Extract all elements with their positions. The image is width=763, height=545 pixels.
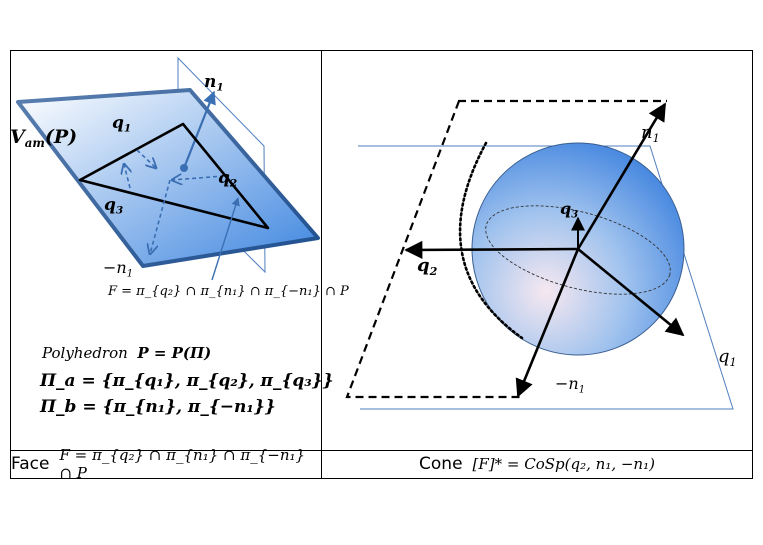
- pi-a-set: Π_a = {π_{q₁}, π_{q₂}, π_{q₃}}: [40, 371, 334, 391]
- left-q2-sub: 2: [229, 177, 238, 190]
- right-q1-main: q: [718, 346, 730, 367]
- right-caption-word: Cone: [419, 454, 463, 474]
- left-panel: [16, 56, 320, 281]
- sphere-meridian: [458, 141, 524, 340]
- right-neg-n1-label: −n1: [555, 376, 585, 395]
- right-q1-vector: [577, 247, 685, 337]
- right-q2-label: q2: [417, 257, 437, 277]
- n1-vector: [182, 90, 216, 169]
- plane-label-arg: (P): [44, 126, 78, 148]
- right-q2-sub: 2: [429, 264, 438, 278]
- origin-dot: [180, 164, 188, 172]
- pi-b-set: Π_b = {π_{n₁}, π_{−n₁}}: [40, 397, 276, 417]
- right-q1-sub: 1: [729, 355, 737, 369]
- right-q1-label: q1: [718, 348, 737, 368]
- right-q3-label: q3: [560, 201, 578, 220]
- outer-frame: [10, 50, 753, 479]
- right-neg-n1-sub: 1: [578, 384, 586, 396]
- left-caption-word: Face: [11, 454, 50, 474]
- face-pointer-line: [211, 197, 240, 281]
- left-q1-sub: 1: [123, 122, 132, 135]
- sphere-equator: [485, 205, 671, 295]
- left-n1-main: n: [204, 72, 217, 92]
- plane-label-main: V: [10, 126, 25, 148]
- face-triangle: [78, 122, 270, 230]
- left-q3-main: q: [104, 195, 116, 215]
- right-q3-sub: 3: [571, 209, 579, 221]
- left-q3-sub: 3: [115, 204, 124, 217]
- left-face-formula: F = π_{q₂} ∩ π_{n₁} ∩ π_{−n₁} ∩ P: [108, 284, 349, 299]
- left-q3-label: q3: [104, 197, 123, 216]
- left-n1-sub: 1: [216, 81, 224, 94]
- right-n1-sub: 1: [652, 131, 660, 145]
- cone-plane: [345, 99, 667, 399]
- left-caption-formula: F = π_{q₂} ∩ π_{n₁} ∩ π_{−n₁} ∩ P: [59, 446, 306, 482]
- plane-label-sub: am: [24, 136, 45, 151]
- left-q2-main: q: [218, 168, 230, 188]
- left-n1-label: n1: [204, 74, 224, 93]
- right-neg-n1-vector: [515, 248, 580, 398]
- right-caption: Cone [F]* = CoSp(q₂, n₁, −n₁): [322, 450, 752, 478]
- left-caption: Face F = π_{q₂} ∩ π_{n₁} ∩ π_{−n₁} ∩ P: [11, 446, 321, 482]
- right-neg-n1-main: −n: [555, 374, 579, 393]
- left-neg-n1-sub: 1: [126, 268, 134, 280]
- polyhedron-eq: P = P(Π): [137, 344, 212, 362]
- neg-n1-arrow: [150, 179, 171, 254]
- right-caption-formula: [F]* = CoSp(q₂, n₁, −n₁): [472, 455, 655, 473]
- left-q2-label: q2: [218, 170, 237, 189]
- polyhedron-plane: [16, 88, 320, 268]
- right-n1-vector: [576, 102, 667, 250]
- polyhedron-word: Polyhedron: [42, 344, 128, 362]
- polyhedron-line: Polyhedron P = P(Π): [42, 346, 211, 361]
- halfspace-plane-outline: [358, 145, 734, 410]
- left-q1-label: q1: [112, 115, 131, 134]
- q2-normal-arrow: [172, 176, 225, 180]
- right-q3-main: q: [560, 199, 572, 218]
- left-neg-n1-label: −n1: [103, 260, 133, 279]
- right-q2-main: q: [417, 255, 430, 276]
- plane-label: Vam(P): [10, 128, 77, 150]
- right-n1-label: n1: [641, 124, 660, 144]
- right-panel: [345, 99, 734, 410]
- left-neg-n1-main: −n: [103, 258, 127, 277]
- right-n1-main: n: [641, 122, 653, 143]
- q1-normal-arrow: [136, 149, 156, 168]
- left-q1-main: q: [112, 113, 124, 133]
- right-q2-vector: [404, 240, 579, 260]
